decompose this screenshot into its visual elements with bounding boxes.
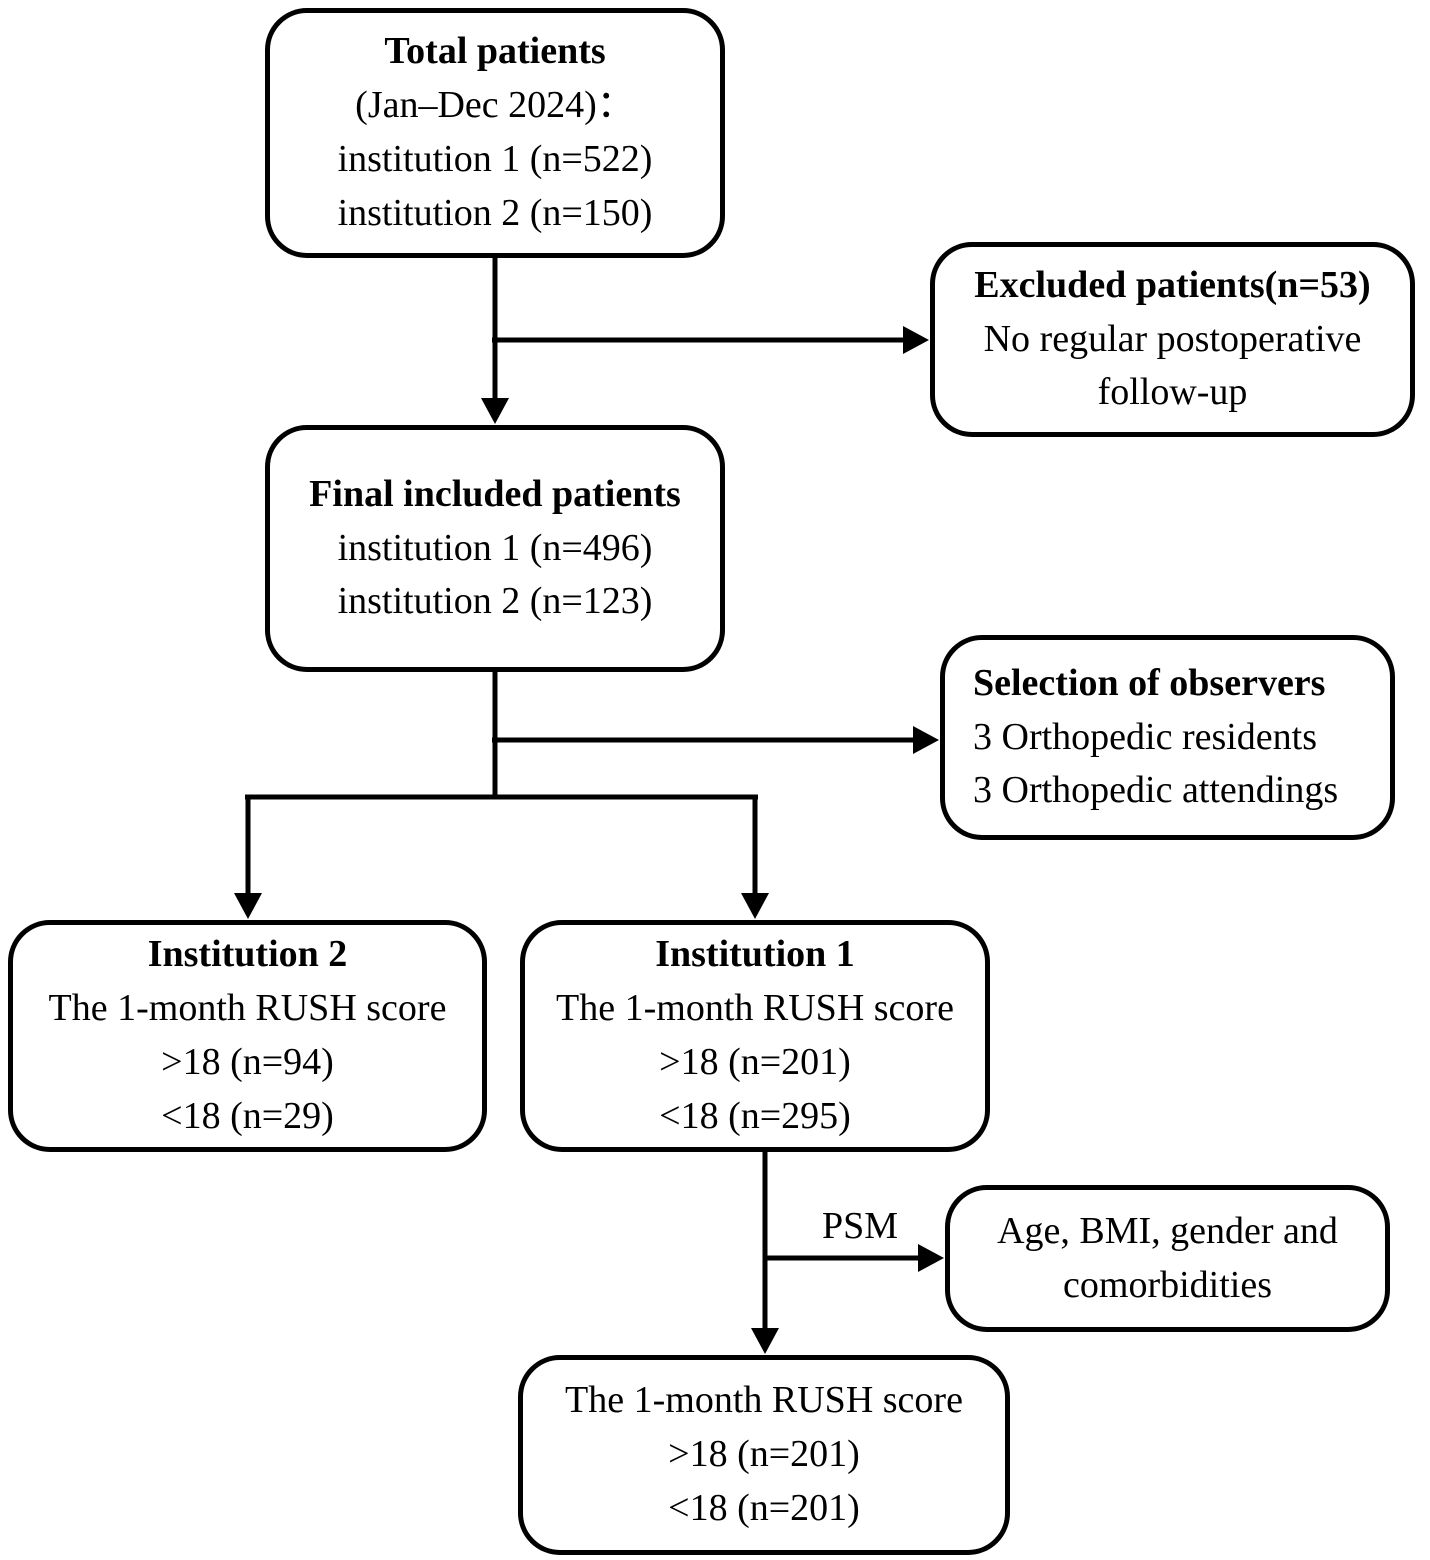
excluded-patients-title: Excluded patients(n=53) <box>974 263 1371 306</box>
institution2-score-label: The 1-month RUSH score <box>48 987 447 1030</box>
arrowhead-to-institution2 <box>234 893 262 919</box>
arrowhead-to-institution1 <box>741 893 769 919</box>
institution2-above18-count: >18 (n=94) <box>161 1041 334 1083</box>
excluded-patients-reason: No regular postoperative follow-up <box>983 317 1362 414</box>
total-patients-title: Total patients <box>384 30 606 73</box>
matched-above18-count: >18 (n=201) <box>668 1433 860 1476</box>
psm-criteria-text: Age, BMI, gender and comorbidities <box>997 1209 1338 1306</box>
arrowhead-total-to-final <box>481 398 509 424</box>
total-patients-period: (Jan–Dec 2024)： <box>355 84 635 127</box>
total-patients-institution1-count: institution 1 (n=522) <box>337 138 653 180</box>
psm-criteria-box: Age, BMI, gender and comorbidities <box>945 1185 1390 1332</box>
arrowhead-to-observers <box>913 726 939 754</box>
psm-label: PSM <box>821 1205 899 1247</box>
observers-residents: 3 Orthopedic residents <box>973 715 1318 758</box>
final-included-institution1-count: institution 1 (n=496) <box>337 526 653 569</box>
observers-box: Selection of observers 3 Orthopedic resi… <box>940 635 1395 840</box>
total-patients-institution2-count: institution 2 (n=150) <box>337 191 653 234</box>
institution1-title: Institution 1 <box>655 933 855 976</box>
institution2-title: Institution 2 <box>147 933 348 976</box>
matched-cohort-box: The 1-month RUSH score >18 (n=201) <18 (… <box>518 1355 1010 1555</box>
matched-below18-count: <18 (n=201) <box>668 1486 860 1529</box>
arrowhead-psm <box>918 1244 944 1272</box>
institution1-below18-count: <18 (n=295) <box>659 1094 851 1137</box>
institution1-box: Institution 1 The 1-month RUSH score >18… <box>520 920 990 1152</box>
institution1-above18-count: >18 (n=201) <box>659 1041 851 1083</box>
final-included-box: Final included patients institution 1 (n… <box>265 425 725 672</box>
excluded-patients-box: Excluded patients(n=53) No regular posto… <box>930 242 1415 437</box>
final-included-title: Final included patients <box>309 472 681 515</box>
final-included-institution2-count: institution 2 (n=123) <box>337 580 653 623</box>
observers-attendings: 3 Orthopedic attendings <box>973 769 1339 812</box>
total-patients-box: Total patients (Jan–Dec 2024)： instituti… <box>265 8 725 258</box>
institution2-box: Institution 2 The 1-month RUSH score >18… <box>8 920 487 1152</box>
observers-title: Selection of observers <box>973 661 1326 704</box>
institution2-below18-count: <18 (n=29) <box>161 1094 334 1137</box>
matched-score-label: The 1-month RUSH score <box>565 1379 963 1422</box>
institution1-score-label: The 1-month RUSH score <box>556 987 954 1030</box>
arrowhead-to-matched <box>751 1328 779 1354</box>
arrowhead-to-excluded <box>903 326 929 354</box>
